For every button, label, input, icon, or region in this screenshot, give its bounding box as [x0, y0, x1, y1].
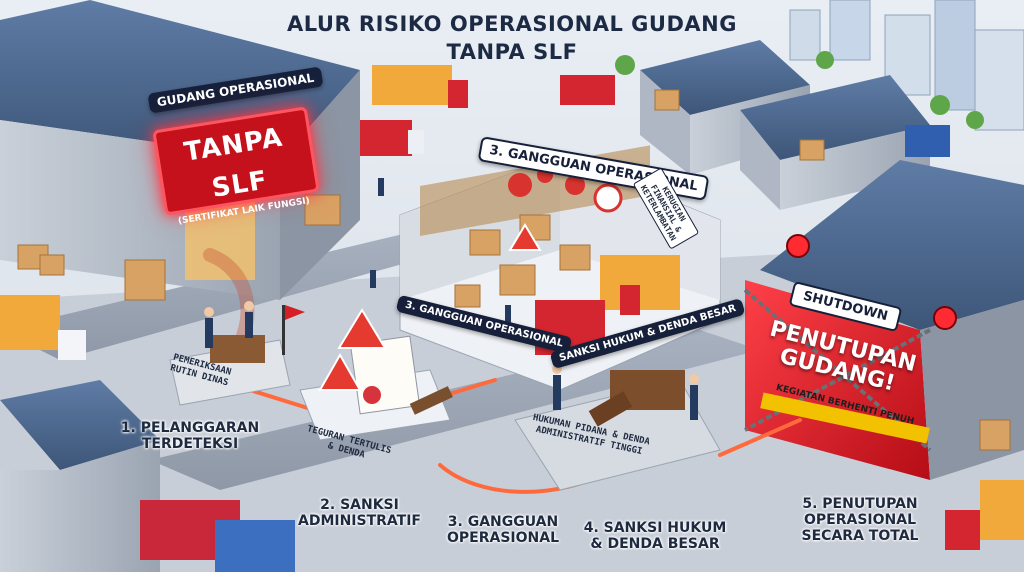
step-4-label: 4. SANKSI HUKUM & DENDA BESAR: [583, 520, 727, 552]
cargo-boxes: [17, 89, 1011, 451]
background-warehouses: [640, 40, 930, 210]
bottom-left-warehouse: [0, 380, 160, 572]
clock-icon: [593, 183, 623, 213]
step-1-label: 1. PELANGGARAN TERDETEKSI: [120, 420, 260, 452]
step-5-label: 5. PENUTUPAN OPERASIONAL SECARA TOTAL: [801, 496, 919, 544]
workers: [204, 178, 699, 420]
title-line-2: TANPA SLF: [446, 40, 578, 64]
title-line-1: ALUR RISIKO OPERASIONAL GUDANG: [287, 12, 737, 36]
inspection-desk: [169, 305, 305, 406]
city-skyline: [789, 0, 1024, 131]
road: [0, 230, 470, 360]
trucks: [0, 65, 1024, 572]
step-2-label: 2. SANKSI ADMINISTRATIF: [297, 497, 421, 529]
page-title: ALUR RISIKO OPERASIONAL GUDANG TANPA SLF: [0, 10, 1024, 66]
road: [150, 330, 760, 490]
step-3-label: 3. GANGGUAN OPERASIONAL: [446, 514, 559, 546]
warning-triangles: [318, 223, 542, 391]
court-scene: [514, 370, 721, 491]
trees: [615, 51, 984, 129]
